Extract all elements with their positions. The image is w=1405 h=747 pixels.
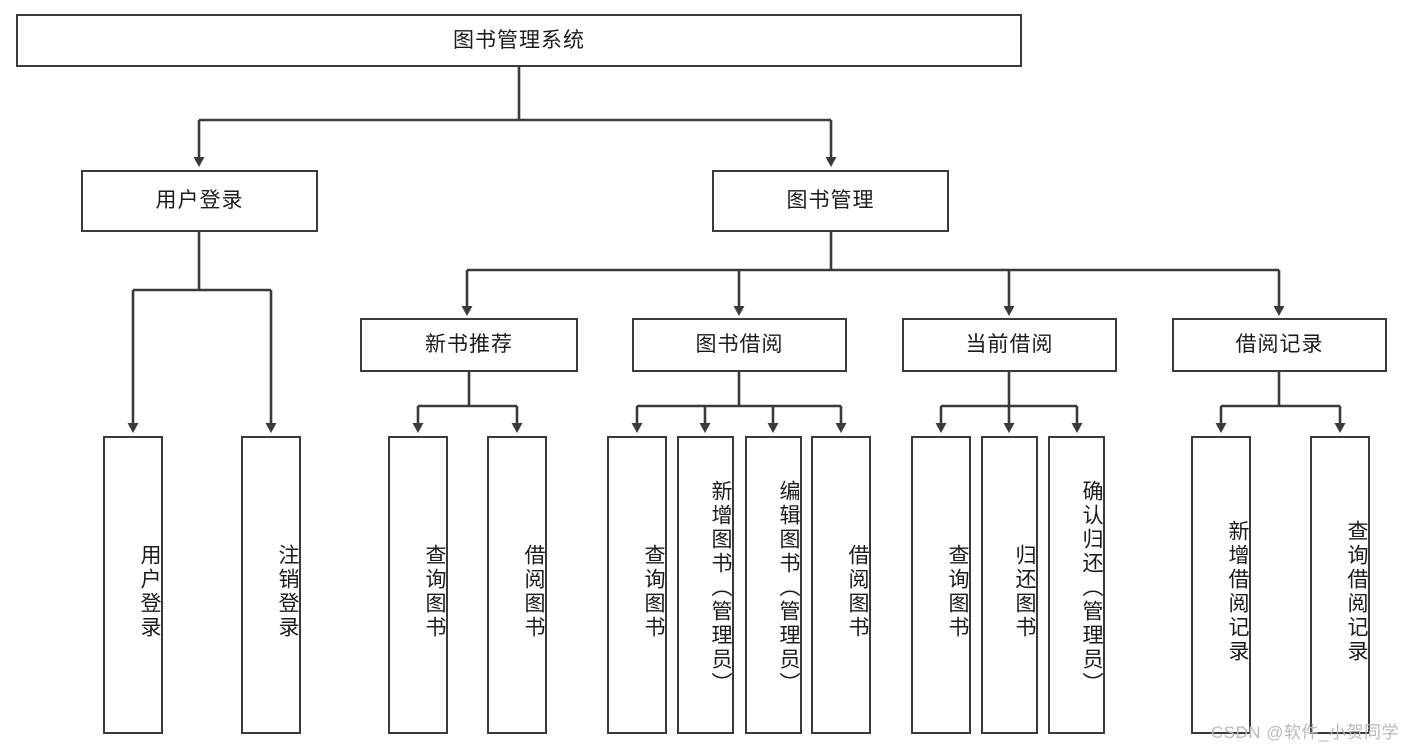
node-book-borrow[interactable]: 图书借阅 <box>632 318 847 372</box>
node-leaf-edit-book-admin-label: 编辑图书（管理员） <box>777 480 800 696</box>
node-current-borrow-label: 当前借阅 <box>965 333 1054 357</box>
node-leaf-recommend-borrow-book[interactable]: 借阅图书 <box>487 436 547 734</box>
node-leaf-add-borrow-record-label: 新增借阅记录 <box>1226 520 1249 664</box>
node-leaf-borrow-book-label: 借阅图书 <box>846 544 869 640</box>
node-root[interactable]: 图书管理系统 <box>16 14 1022 67</box>
node-leaf-recommend-query-book-label: 查询图书 <box>423 544 446 640</box>
node-book-management-label: 图书管理 <box>786 189 875 213</box>
node-leaf-recommend-query-book[interactable]: 查询图书 <box>388 436 448 734</box>
node-leaf-logout[interactable]: 注销登录 <box>241 436 301 734</box>
node-borrow-record[interactable]: 借阅记录 <box>1172 318 1387 372</box>
node-leaf-return-book[interactable]: 归还图书 <box>981 436 1038 734</box>
node-leaf-query-borrow-record[interactable]: 查询借阅记录 <box>1310 436 1370 734</box>
node-leaf-borrow-book[interactable]: 借阅图书 <box>811 436 871 734</box>
watermark: CSDN @软件_小贺同学 <box>1210 723 1399 742</box>
node-root-label: 图书管理系统 <box>453 28 585 52</box>
node-leaf-confirm-return-admin-label: 确认归还（管理员） <box>1080 480 1103 696</box>
node-leaf-add-book-admin-label: 新增图书（管理员） <box>709 480 732 696</box>
node-leaf-user-login[interactable]: 用户登录 <box>103 436 163 734</box>
node-new-book-recommend[interactable]: 新书推荐 <box>360 318 578 372</box>
node-current-borrow[interactable]: 当前借阅 <box>902 318 1117 372</box>
node-leaf-borrow-query-book[interactable]: 查询图书 <box>607 436 667 734</box>
node-leaf-edit-book-admin[interactable]: 编辑图书（管理员） <box>745 436 802 734</box>
node-leaf-confirm-return-admin[interactable]: 确认归还（管理员） <box>1048 436 1105 734</box>
node-user-login-label: 用户登录 <box>155 189 244 213</box>
node-leaf-recommend-borrow-book-label: 借阅图书 <box>522 544 545 640</box>
node-leaf-query-borrow-record-label: 查询借阅记录 <box>1345 520 1368 664</box>
node-new-book-recommend-label: 新书推荐 <box>425 333 513 357</box>
node-user-login[interactable]: 用户登录 <box>81 170 318 232</box>
node-leaf-logout-label: 注销登录 <box>276 544 299 640</box>
node-book-borrow-label: 图书借阅 <box>695 333 784 357</box>
node-leaf-current-query-book[interactable]: 查询图书 <box>911 436 971 734</box>
node-leaf-add-borrow-record[interactable]: 新增借阅记录 <box>1191 436 1251 734</box>
node-leaf-return-book-label: 归还图书 <box>1013 544 1036 640</box>
node-book-management[interactable]: 图书管理 <box>712 170 949 232</box>
node-leaf-borrow-query-book-label: 查询图书 <box>642 544 665 640</box>
node-leaf-user-login-label: 用户登录 <box>138 544 161 640</box>
node-leaf-add-book-admin[interactable]: 新增图书（管理员） <box>677 436 734 734</box>
node-borrow-record-label: 借阅记录 <box>1235 333 1324 357</box>
node-leaf-current-query-book-label: 查询图书 <box>946 544 969 640</box>
